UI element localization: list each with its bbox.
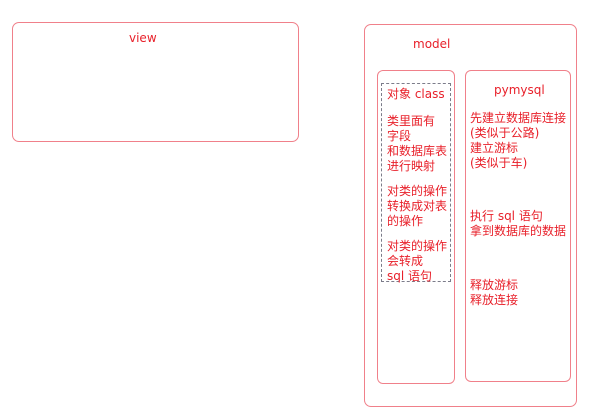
pymysql-text-line: 拿到数据库的数据 [470, 224, 567, 238]
object-text-line: 字段 [387, 129, 412, 143]
object-text-line: 对类的操作 [387, 184, 448, 198]
object-class-dashed-frame [381, 83, 451, 282]
pymysql-text-line: 执行 sql 语句 [470, 209, 543, 223]
object-text-line: 和数据库表 [387, 144, 448, 158]
object-text-line: 转换成对表 [387, 199, 448, 213]
pymysql-text-line: 释放游标 [470, 278, 519, 292]
pymysql-text-line: 先建立数据库连接 [470, 111, 567, 125]
pymysql-box [465, 70, 571, 382]
view-title: view [129, 31, 157, 45]
object-text-line: 会转成 [387, 254, 424, 268]
model-title: model [413, 37, 451, 51]
object-text-line: 的操作 [387, 214, 424, 228]
object-text-line: 类里面有 [387, 114, 436, 128]
pymysql-text-line: (类似于车) [470, 156, 528, 170]
object-text-line: sql 语句 [387, 269, 433, 283]
object-text-line: 对类的操作 [387, 239, 448, 253]
model-box [364, 24, 577, 407]
pymysql-text-line: (类似于公路) [470, 126, 540, 140]
object-text-line: 进行映射 [387, 159, 436, 173]
pymysql-text-line: 释放连接 [470, 293, 519, 307]
object-class-box [377, 70, 455, 384]
object-class-title: 对象 class [387, 87, 445, 101]
pymysql-text-line: 建立游标 [470, 141, 519, 155]
pymysql-title: pymysql [494, 83, 545, 97]
view-box [12, 22, 299, 142]
